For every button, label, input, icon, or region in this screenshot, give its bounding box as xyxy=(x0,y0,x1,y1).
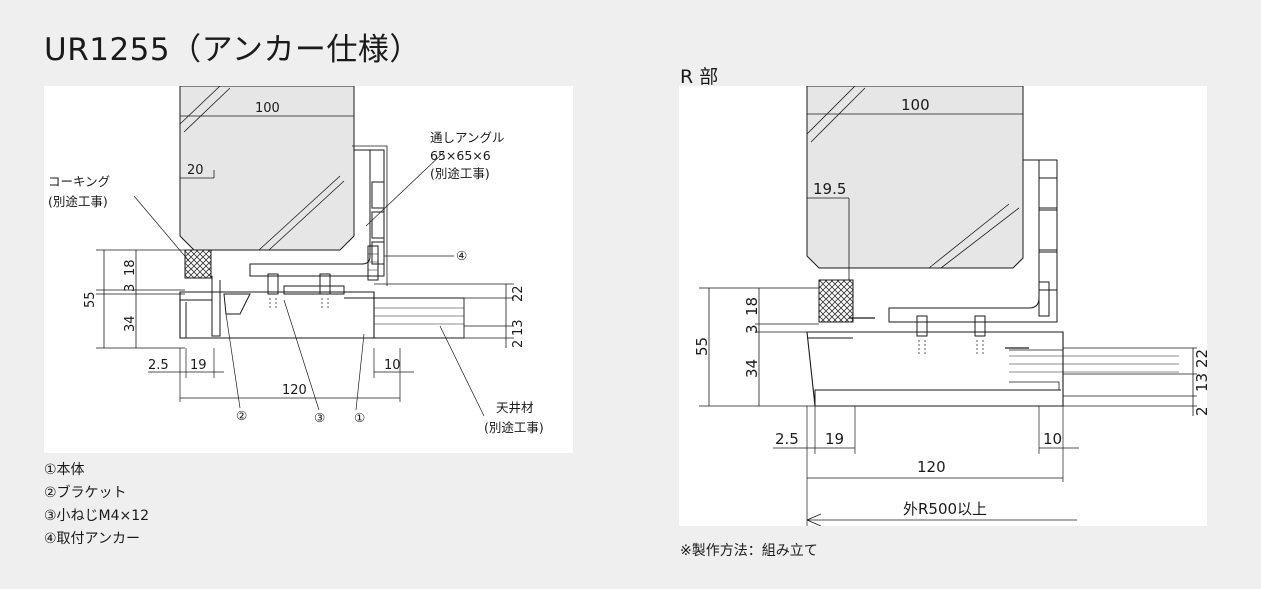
legend-item-anchor: ④取付アンカー xyxy=(44,531,140,547)
parts-legend: ①本体 ②ブラケット ③小ねじM4×12 ④取付アンカー xyxy=(44,459,149,551)
r-dim-19-5: 19.5 xyxy=(813,180,846,198)
dim-10: 10 xyxy=(384,358,401,373)
dim-100: 100 xyxy=(255,101,280,116)
legend-item-screw: ③小ねじM4×12 xyxy=(44,508,150,524)
dim-34: 34 xyxy=(123,315,138,332)
label-caulking: コーキング xyxy=(48,174,110,189)
r-dim-19: 19 xyxy=(825,430,844,448)
r-dim-55: 55 xyxy=(693,337,711,356)
dim-18: 18 xyxy=(123,259,138,276)
r-dim-100: 100 xyxy=(901,96,930,114)
right-detail-panel: 100 19.5 55 18 3 34 22 13 2 2.5 19 120 1… xyxy=(679,86,1207,526)
label-angle: 通しアングル xyxy=(430,130,505,145)
r-dim-3: 3 xyxy=(743,324,761,334)
marker-2: ② xyxy=(236,408,247,423)
dim-20: 20 xyxy=(187,163,204,178)
r-dim-2: 2 xyxy=(1193,406,1207,416)
r-dim-10: 10 xyxy=(1043,430,1062,448)
right-detail-drawing: 100 19.5 55 18 3 34 22 13 2 2.5 19 120 1… xyxy=(693,86,1207,526)
legend-item-body: ①本体 xyxy=(44,462,85,478)
left-detail-panel: 100 20 55 18 3 34 22 13 2 2.5 19 120 10 … xyxy=(44,86,573,453)
dim-22: 22 xyxy=(511,285,526,302)
label-ceiling: 天井材 xyxy=(496,400,534,415)
r-dim-18: 18 xyxy=(743,297,761,316)
manufacturing-note: ※製作方法：組み立て xyxy=(680,543,818,559)
dim-2: 2 xyxy=(511,340,526,348)
legend-item-bracket: ②ブラケット xyxy=(44,485,127,501)
r-dim-outer-radius: 外R500以上 xyxy=(903,500,987,518)
r-dim-2-5: 2.5 xyxy=(775,430,799,448)
page-title: UR1255（アンカー仕様） xyxy=(44,32,421,68)
label-ceiling-note: (別途工事) xyxy=(484,420,544,435)
label-angle-size: 65×65×6 xyxy=(430,148,491,163)
r-section-title: R 部 xyxy=(680,66,719,88)
marker-4: ④ xyxy=(456,248,467,263)
r-dim-34: 34 xyxy=(743,359,761,378)
left-detail-drawing: 100 20 55 18 3 34 22 13 2 2.5 19 120 10 … xyxy=(48,86,544,435)
r-dim-120: 120 xyxy=(917,458,946,476)
dim-55: 55 xyxy=(83,291,98,308)
r-dim-13: 13 xyxy=(1193,373,1207,392)
label-caulking-note: (別途工事) xyxy=(48,194,108,209)
r-dim-22: 22 xyxy=(1193,349,1207,368)
dim-13: 13 xyxy=(511,319,526,336)
dim-19: 19 xyxy=(190,358,207,373)
dim-2-5: 2.5 xyxy=(148,358,169,373)
dim-120: 120 xyxy=(282,383,307,398)
label-angle-note: (別途工事) xyxy=(430,166,490,181)
marker-3: ③ xyxy=(314,410,325,425)
dim-3a: 3 xyxy=(123,284,138,292)
marker-1: ① xyxy=(354,410,365,425)
